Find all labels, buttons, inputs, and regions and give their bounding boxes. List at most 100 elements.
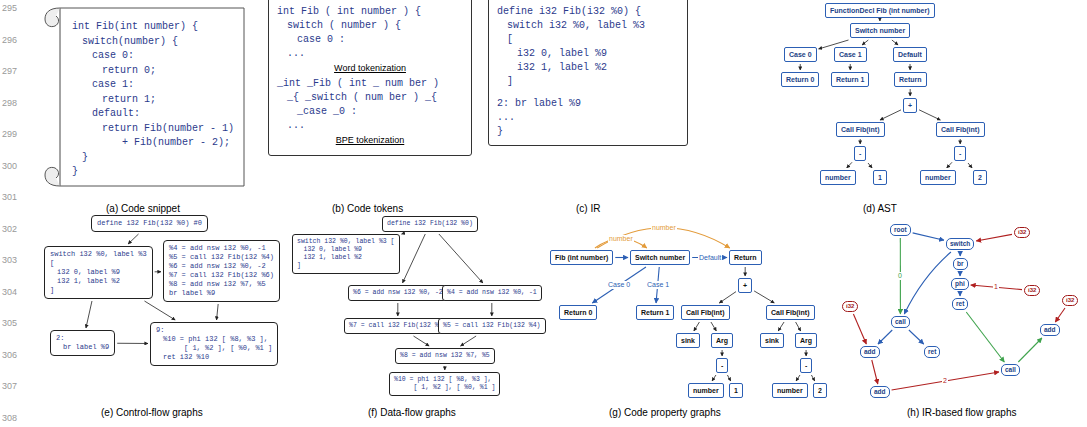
node-text: switch ( number ) {	[277, 19, 463, 33]
ir-value-node: i32	[1062, 295, 1078, 306]
connector	[811, 375, 814, 381]
dfg-node: %8 = add nsw i32 %7, %5	[395, 348, 495, 364]
cfg-block: 9:%10 = phi i32 [ %8, %3 ],[ 1, %2 ], [ …	[150, 322, 278, 366]
node-text: %5 = call i32 Fib(i32 %4)	[443, 322, 541, 330]
line-number: 300	[2, 161, 17, 172]
node-text: 1	[878, 173, 882, 182]
ir-node: ret	[952, 298, 968, 310]
ir-node: root	[890, 224, 911, 236]
connector	[128, 234, 138, 244]
node-text: number	[777, 386, 803, 395]
node-text: Return 0	[564, 308, 592, 317]
connector	[592, 267, 646, 303]
subfigure-caption: (g) Code property graphs	[609, 407, 721, 419]
connector	[879, 20, 880, 21]
connector	[155, 271, 161, 272]
dfg-node: %6 = add nsw i32 %0, -2	[348, 285, 448, 301]
line-number: 296	[2, 35, 17, 46]
node-text: sink	[681, 336, 695, 345]
ast-node: Call Fib(int)	[936, 122, 985, 137]
node-text: i32 1, label %2	[297, 254, 395, 262]
cpg-node: +	[738, 278, 752, 293]
cfg-block: switch i32 %0, label %3[i32 0, label %9i…	[44, 246, 153, 299]
edge-label: 0	[897, 272, 903, 280]
node-text: phi	[955, 280, 965, 288]
ir-node: add	[870, 386, 890, 398]
code-box: int Fib ( int number ) {switch ( number …	[268, 0, 472, 156]
node-text: add	[1044, 326, 1056, 334]
cpg-node: Return 0	[559, 305, 597, 320]
subfigure-caption: (d) AST	[863, 203, 897, 215]
ast-node: number	[820, 170, 856, 185]
line-number: 306	[2, 350, 17, 361]
edge-label: number	[608, 235, 634, 243]
connector	[904, 252, 951, 314]
ast-node: Return 0	[781, 72, 819, 87]
node-text: define i32 Fib(i32 %0)	[387, 220, 473, 228]
node-text: _{ _switch ( num ber ) _{	[277, 91, 463, 105]
node-text: number	[825, 173, 851, 182]
connector	[872, 360, 878, 384]
edge-label: number	[651, 224, 677, 232]
ast-node: Return 1	[831, 72, 869, 87]
connector	[444, 366, 445, 370]
node-text: int Fib ( int number ) {	[277, 5, 463, 19]
line-number: 298	[2, 98, 17, 109]
connector	[745, 267, 746, 276]
cpg-node: Return 1	[636, 305, 674, 320]
connector	[910, 89, 911, 96]
node-text: Arg	[716, 336, 728, 345]
connector	[413, 336, 429, 346]
node-text: %8 = add nsw i32 %7, %5	[400, 352, 490, 360]
node-text: ]	[297, 262, 395, 270]
cpg-node: 2	[813, 383, 827, 398]
node-text: 1	[734, 386, 738, 395]
node-text: br label %9	[56, 343, 109, 352]
line-number: 297	[2, 66, 17, 77]
line-number: 304	[2, 287, 17, 298]
connector	[860, 139, 861, 144]
node-text: Case 0	[789, 50, 812, 59]
node-text: default:	[72, 107, 252, 122]
node-text: sink	[765, 336, 779, 345]
node-text: add	[864, 348, 876, 356]
cpg-node: Return	[729, 250, 762, 265]
node-text: 2:	[56, 334, 109, 343]
line-number: 302	[2, 224, 17, 235]
node-text: Return	[734, 253, 757, 262]
node-text: Return 1	[836, 75, 864, 84]
node-text: switch i32 %0, label %3	[50, 250, 147, 259]
node-text: i32	[1066, 297, 1074, 304]
connector	[878, 330, 892, 344]
ast-node: -	[954, 146, 966, 161]
connector	[847, 162, 852, 168]
ast-node: Case 1	[834, 47, 867, 62]
node-text: define i32 Fib(i32 %0) #0	[97, 219, 202, 228]
node-text: i32 0, label %9	[497, 47, 679, 61]
connector	[959, 292, 960, 296]
node-text: br	[957, 260, 964, 268]
connector	[850, 64, 851, 70]
node-text: ...	[497, 111, 679, 125]
dfg-node: switch i32 %0, label %3 [i32 0, label %9…	[292, 234, 400, 274]
edge-label: Default	[698, 254, 722, 262]
node-text: Return 1	[641, 308, 669, 317]
node-text: return 1;	[72, 93, 252, 108]
node-text: Fib (int number)	[555, 253, 608, 262]
line-number: 301	[2, 192, 17, 203]
ast-node: FunctionDecl Fib (int number)	[825, 3, 935, 18]
node-text: %10 = phi i32 [ %8, %3 ],	[394, 376, 495, 384]
node-text: Switch number	[635, 253, 685, 262]
connector	[959, 272, 960, 276]
connector	[401, 234, 402, 235]
connector	[722, 350, 723, 356]
ir-node: call	[891, 316, 910, 328]
connector	[144, 301, 175, 320]
cfg-block: %4 = add nsw i32 %0, -1%5 = call i32 Fib…	[163, 240, 280, 302]
connector	[86, 301, 92, 328]
connector	[778, 322, 784, 331]
dfg-node: %10 = phi i32 [ %8, %3 ],[ 1, %2 ], [ %0…	[389, 372, 500, 396]
line-number: 305	[2, 318, 17, 329]
connector	[796, 322, 801, 331]
connector	[960, 139, 961, 144]
